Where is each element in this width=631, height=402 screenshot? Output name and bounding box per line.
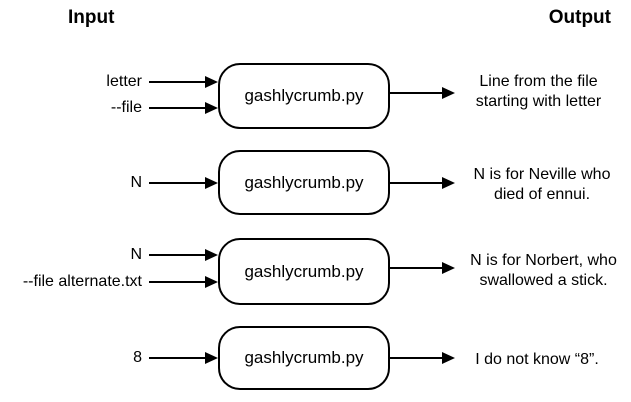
output-line: I do not know “8”.: [475, 351, 599, 368]
output-text: I do not know “8”.: [452, 350, 622, 370]
output-text: N is for Norbert, who swallowed a stick.: [456, 251, 631, 291]
output-line: swallowed a stick.: [479, 272, 608, 289]
program-name: gashlycrumb.py: [244, 86, 364, 105]
input-label-letter-n: N: [130, 246, 142, 263]
arrow-right-icon: [390, 177, 455, 189]
output-column-header: Output: [548, 7, 611, 28]
input-label-letter: letter: [106, 73, 142, 90]
arrow-right-icon: [149, 177, 218, 189]
arrow-right-icon: [149, 249, 218, 261]
output-text: N is for Neville who died of ennui.: [456, 165, 628, 205]
output-line: died of ennui.: [493, 186, 591, 203]
input-label-letter-n: N: [130, 174, 142, 191]
program-name: gashlycrumb.py: [244, 348, 364, 367]
arrow-right-icon: [390, 352, 455, 364]
arrow-right-icon: [149, 276, 218, 288]
arrow-right-icon: [149, 352, 218, 364]
output-line: N is for Norbert, who: [470, 252, 617, 269]
arrow-right-icon: [149, 102, 218, 114]
arrow-right-icon: [390, 87, 455, 99]
output-line: N is for Neville who: [473, 166, 611, 183]
input-column-header: Input: [68, 7, 115, 28]
program-box: gashlycrumb.py: [218, 238, 390, 305]
input-label-file-flag: --file: [110, 99, 142, 116]
program-box: gashlycrumb.py: [218, 150, 390, 215]
output-text: Line from the file starting with letter: [456, 72, 621, 112]
program-box: gashlycrumb.py: [218, 326, 390, 390]
input-label-file-alternate: --file alternate.txt: [22, 273, 142, 290]
arrow-right-icon: [390, 262, 455, 274]
input-label-eight: 8: [133, 349, 142, 366]
program-box: gashlycrumb.py: [218, 63, 390, 129]
output-line: starting with letter: [475, 93, 602, 110]
program-name: gashlycrumb.py: [244, 261, 364, 281]
program-name: gashlycrumb.py: [244, 172, 364, 192]
output-line: Line from the file: [479, 73, 598, 90]
arrow-right-icon: [149, 76, 218, 88]
